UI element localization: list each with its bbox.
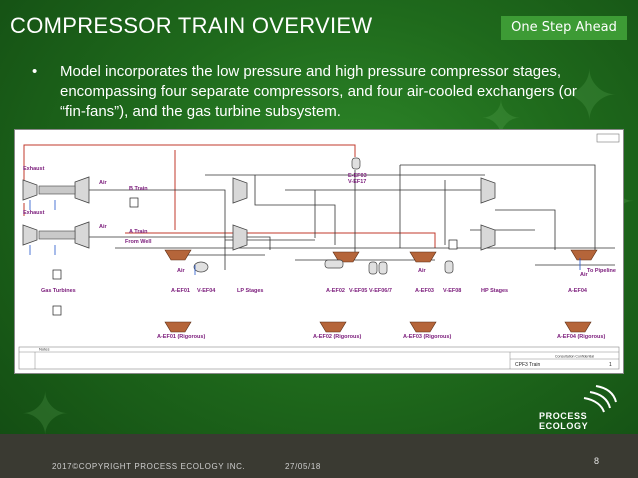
bullet-symbol: • — [32, 63, 38, 80]
bullet-text: Model incorporates the low pressure and … — [60, 63, 577, 120]
label-air-3: Air — [177, 268, 186, 274]
label-b-train: B Train — [129, 186, 148, 192]
label-v-ef04: V-EF04 — [197, 288, 216, 294]
air-cooler-icon — [319, 321, 347, 333]
vessel-icon — [368, 261, 378, 275]
air-cooler-icon — [332, 251, 360, 263]
compressors — [22, 176, 496, 251]
air-cooler-icon — [570, 249, 598, 261]
label-a-ef03: A-EF03 — [415, 288, 434, 294]
label-air-4: Air — [418, 268, 427, 274]
compressor-icon — [232, 177, 248, 204]
compressor-icon — [74, 221, 90, 249]
label-v-ef08: V-EF08 — [443, 288, 461, 294]
air-cooler-icon — [409, 251, 437, 263]
label-a-ef02: A-EF02 — [326, 288, 345, 294]
shaft-icon — [38, 185, 76, 195]
compressor-icon — [74, 176, 90, 204]
label-rigorous-3: A-EF03 (Rigorous) — [403, 334, 451, 340]
label-v-ef05: V-EF05 — [349, 288, 367, 294]
spreadsheet-icon — [448, 239, 458, 250]
air-cooler-icon — [164, 321, 192, 333]
label-rigorous-2: A-EF02 (Rigorous) — [313, 334, 361, 340]
compressor-icon — [22, 179, 38, 201]
turbines — [38, 185, 76, 240]
title-block: Notes Consultation Confidential CPF3 Tra… — [18, 347, 620, 370]
air-coolers — [164, 249, 598, 333]
vessel-icon — [351, 157, 361, 170]
process-ecology-logo-icon — [583, 385, 617, 413]
air-cooler-icon — [564, 321, 592, 333]
label-a-ef04: A-EF04 — [568, 288, 588, 294]
spreadsheet-icon — [52, 305, 62, 316]
label-air-5: Air — [580, 272, 589, 278]
logo-text: PROCESS ECOLOGY — [539, 411, 589, 431]
window-control-icon — [596, 133, 620, 143]
label-sheet-number: 1 — [609, 362, 612, 368]
page-number: 8 — [594, 456, 600, 466]
shaft-icon — [38, 230, 76, 240]
compressor-icon — [480, 177, 496, 204]
date-text: 27/05/18 — [285, 462, 321, 471]
label-air-2: Air — [99, 224, 108, 230]
vessel-icon — [444, 260, 454, 274]
label-air-1: Air — [99, 180, 108, 186]
label-exhaust-bottom: Exhaust — [23, 210, 45, 216]
label-rigorous-1: A-EF01 (Rigorous) — [157, 334, 205, 340]
label-consultation: Consultation Confidential — [555, 355, 594, 359]
label-rigorous-4: A-EF04 (Rigorous) — [557, 334, 605, 340]
spreadsheet-icon — [52, 269, 62, 280]
label-gas-turbines: Gas Turbines — [41, 288, 76, 294]
spreadsheet-icons — [52, 197, 458, 316]
slide-title: COMPRESSOR TRAIN OVERVIEW — [10, 13, 373, 38]
label-to-pipeline: To Pipeline — [587, 268, 616, 274]
label-cpf-train: CPF3 Train — [515, 362, 541, 368]
label-from-well: From Well — [125, 239, 152, 245]
footer-bar — [0, 434, 638, 478]
label-exhaust-top: Exhaust — [23, 166, 45, 172]
spreadsheet-icon — [129, 197, 139, 208]
label-v-ef17: V-EF17 — [348, 179, 366, 185]
label-lp-stages: LP Stages — [237, 288, 264, 294]
vessel-icon — [324, 259, 344, 269]
vessels — [193, 157, 454, 275]
compressor-icon — [22, 224, 38, 246]
label-a-train: A Train — [129, 229, 148, 235]
label-e-ef03: E-EF03 — [348, 173, 367, 179]
label-v-ef06-7: V-EF06/7 — [369, 288, 392, 294]
compressor-icon — [480, 224, 496, 251]
label-notes: Notes — [39, 347, 49, 352]
label-a-ef01: A-EF01 — [171, 288, 190, 294]
process-lines — [75, 164, 615, 270]
air-cooler-icon — [164, 249, 192, 261]
copyright-text: 2017©COPYRIGHT PROCESS ECOLOGY INC. — [52, 462, 246, 471]
vessel-icon — [193, 261, 209, 273]
vessel-icon — [378, 261, 388, 275]
label-hp-stages: HP Stages — [481, 288, 508, 294]
slogan-badge: One Step Ahead — [501, 16, 627, 40]
compressor-icon — [232, 224, 248, 251]
process-flow-diagram: Exhaust Exhaust Air Air Air Air Air B Tr… — [14, 129, 624, 374]
maple-leaf-icon: ✦ — [560, 55, 619, 137]
air-cooler-icon — [409, 321, 437, 333]
energy-streams — [29, 200, 581, 275]
